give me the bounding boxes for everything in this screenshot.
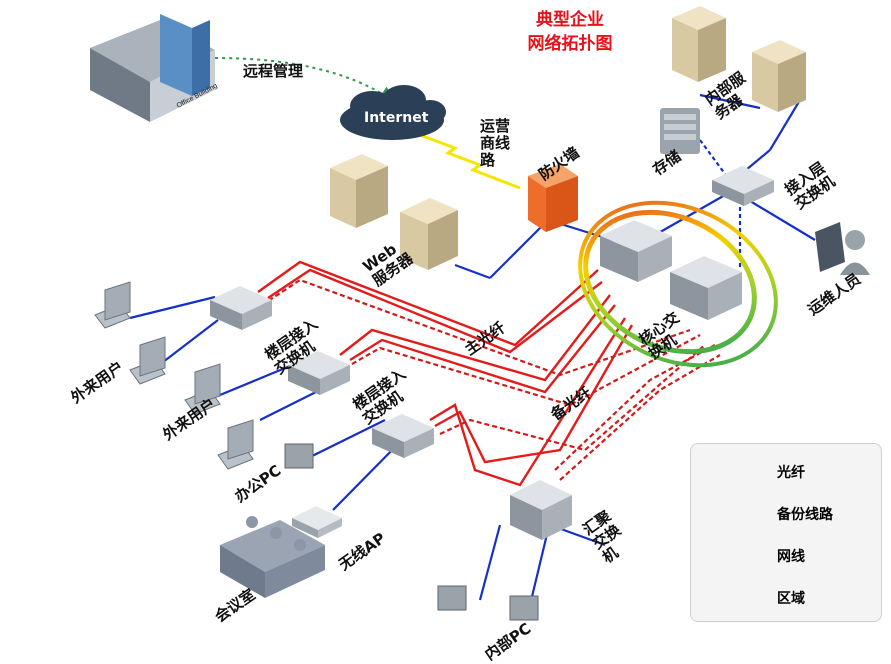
visitor-laptop-icon [94, 281, 254, 470]
legend-label: 光纤 [777, 465, 805, 481]
floor-switch-1-icon [210, 286, 272, 330]
legend-item-fiber: 光纤 [701, 456, 876, 486]
internal-server-icon [672, 6, 806, 112]
legend-label: 网线 [777, 549, 805, 565]
diagram-title-line1: 典型企业 [536, 10, 604, 30]
remote-management-label: 远程管理 [243, 62, 304, 80]
office-building-icon: Office Building [90, 14, 219, 122]
fiber-lines [257, 260, 634, 487]
floor-switch-3-icon [372, 414, 434, 458]
ops-person-icon [815, 222, 870, 275]
legend: 光纤 备份线路 网线 区域 [690, 443, 882, 622]
internet-cloud-icon [340, 85, 446, 140]
isp-link [419, 133, 521, 190]
diagram-title: 典型企业 网络拓扑图 [518, 8, 622, 56]
core-zone-ring-1 [583, 209, 757, 355]
storage-icon [660, 108, 700, 154]
aggregation-switch-icon [510, 480, 572, 540]
isp-label: 运营商线路 [480, 117, 511, 169]
meeting-room-icon [220, 516, 325, 598]
access-layer-switch-icon [712, 166, 774, 206]
wireless-ap-icon [292, 506, 342, 538]
floor-switch-2-icon [288, 351, 350, 395]
legend-item-cable: 网线 [701, 540, 876, 570]
internet-label: Internet [364, 110, 429, 126]
core-switch-icon [600, 220, 742, 320]
diagram-title-line2: 网络拓扑图 [527, 34, 613, 54]
firewall-icon [528, 164, 578, 232]
web-server-icon [330, 154, 458, 270]
legend-item-zone: 区域 [701, 582, 876, 612]
legend-label: 备份线路 [777, 507, 833, 523]
core-zone-ring-2 [578, 200, 778, 368]
legend-label: 区域 [777, 591, 805, 607]
legend-item-backup: 备份线路 [701, 498, 876, 528]
pc-icon [284, 443, 539, 621]
